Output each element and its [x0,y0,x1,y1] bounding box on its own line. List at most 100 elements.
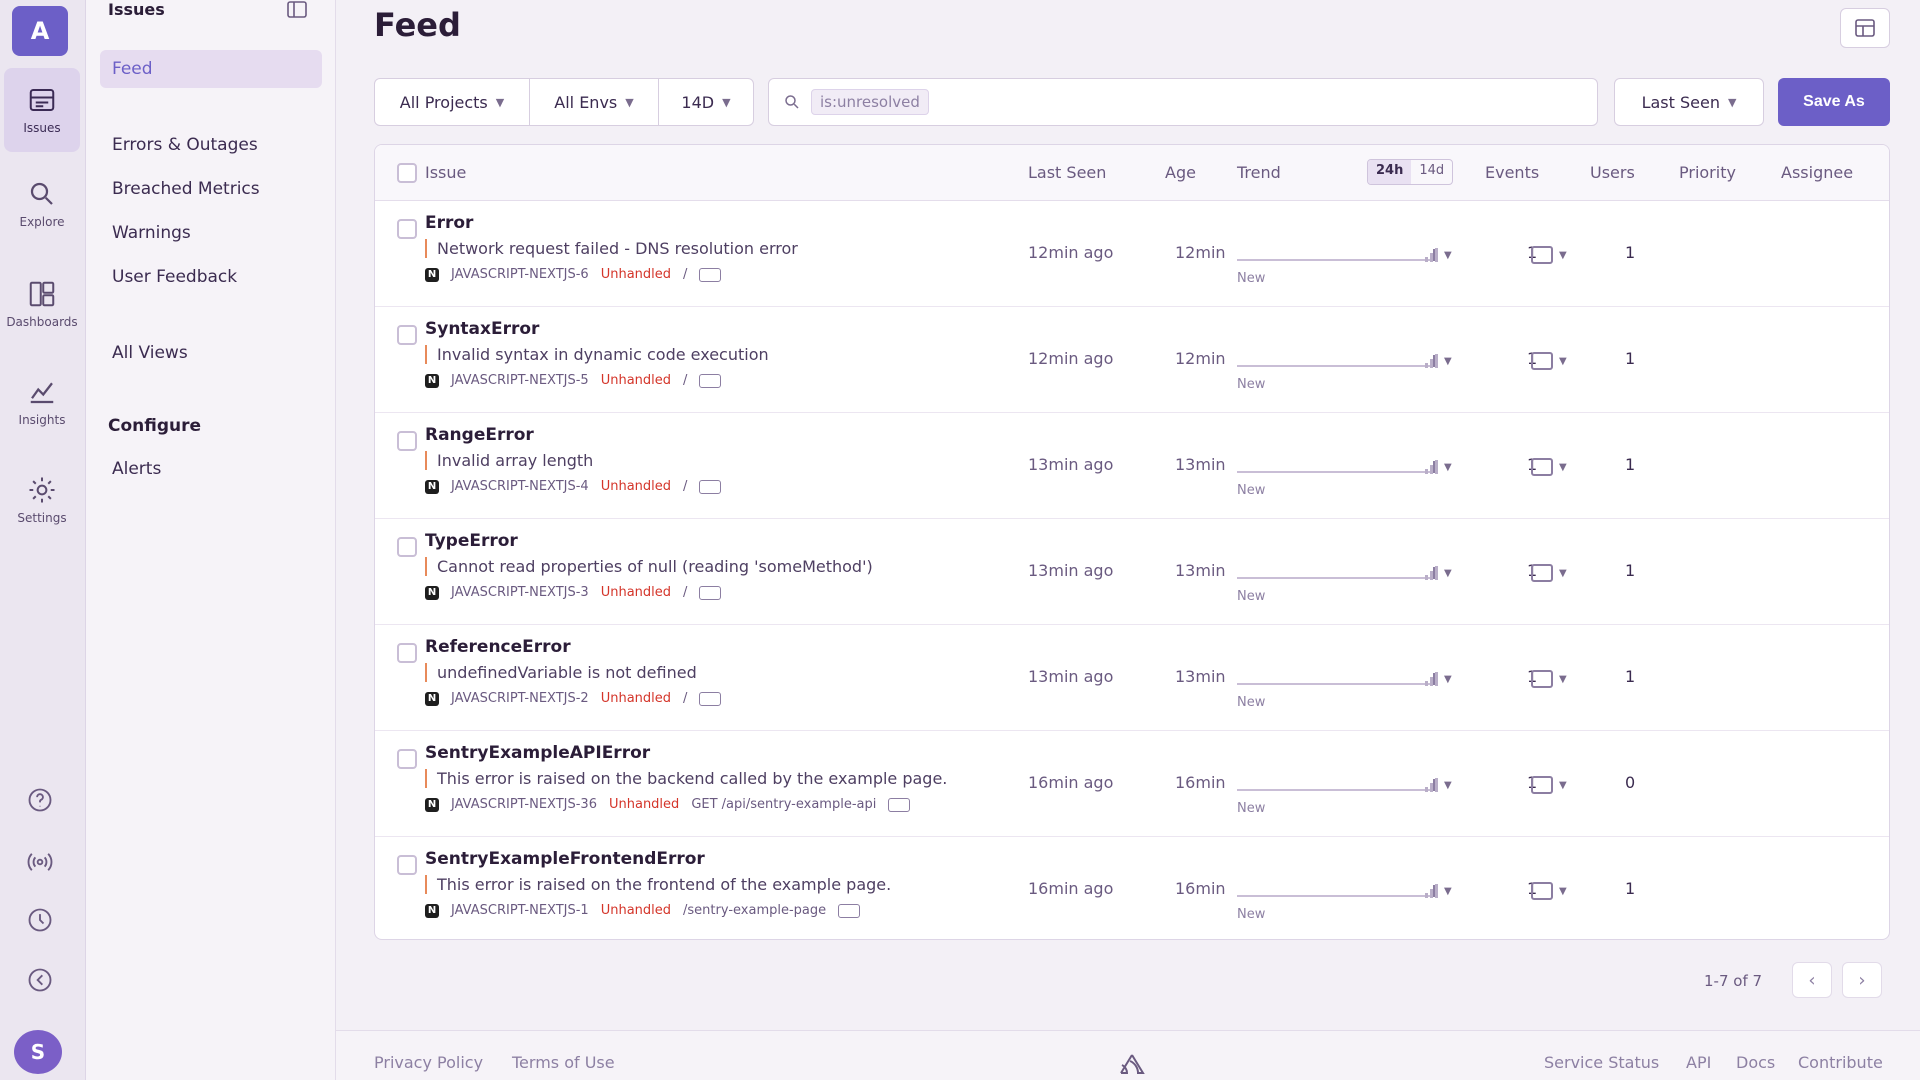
column-last-seen[interactable]: Last Seen [1028,163,1107,182]
table-row[interactable]: SyntaxError Invalid syntax in dynamic co… [375,307,1889,413]
priority-selector[interactable]: ▼ [1425,241,1475,269]
issue-short-id[interactable]: JAVASCRIPT-NEXTJS-36 [451,797,597,812]
nav-item-user-feedback[interactable]: User Feedback [112,267,238,287]
comment-icon[interactable] [699,267,722,282]
nav-item-all-views[interactable]: All Views [112,343,188,363]
search-input[interactable] [938,92,1499,112]
age-cell: 16min [1175,773,1226,792]
service-status-link[interactable]: Service Status [1544,1053,1660,1072]
priority-selector[interactable]: ▼ [1425,347,1475,375]
docs-link[interactable]: Docs [1736,1053,1776,1072]
row-checkbox[interactable] [397,431,417,451]
rail-item-settings[interactable]: Settings [4,458,80,542]
issue-short-id[interactable]: JAVASCRIPT-NEXTJS-5 [451,373,589,388]
rail-service-status-button[interactable] [14,896,66,944]
nav-item-warnings[interactable]: Warnings [112,223,191,243]
rail-collapse-button[interactable] [14,956,66,1004]
environment-selector[interactable]: All Envs ▼ [529,78,659,126]
table-row[interactable]: Error Network request failed - DNS resol… [375,201,1889,307]
issue-short-id[interactable]: JAVASCRIPT-NEXTJS-6 [451,267,589,282]
priority-selector[interactable]: ▼ [1425,771,1475,799]
table-row[interactable]: RangeError Invalid array length N JAVASC… [375,413,1889,519]
nav-item-alerts[interactable]: Alerts [112,459,162,479]
table-row[interactable]: TypeError Cannot read properties of null… [375,519,1889,625]
table-row[interactable]: SentryExampleFrontendError This error is… [375,837,1889,939]
contribute-link[interactable]: Contribute [1798,1053,1883,1072]
column-age[interactable]: Age [1165,163,1196,182]
assignee-selector[interactable]: ▼ [1531,665,1575,693]
rail-help-button[interactable] [14,776,66,824]
comment-icon[interactable] [699,373,722,388]
column-users[interactable]: Users [1590,163,1635,182]
rail-item-explore[interactable]: Explore [4,162,80,246]
issue-culprit: / [683,691,688,706]
trend-sparkline: New [1237,857,1459,922]
issue-title[interactable]: Error [425,213,474,233]
api-link[interactable]: API [1686,1053,1712,1072]
comment-icon[interactable] [699,479,722,494]
assignee-selector[interactable]: ▼ [1531,559,1575,587]
issue-title[interactable]: TypeError [425,531,518,551]
priority-selector[interactable]: ▼ [1425,559,1475,587]
period-14d-option[interactable]: 14d [1419,163,1445,178]
period-24h-option[interactable]: 24h [1368,160,1412,184]
rail-item-dashboards[interactable]: Dashboards [4,262,80,346]
issue-title[interactable]: ReferenceError [425,637,571,657]
unhandled-badge: Unhandled [608,797,680,812]
table-header: Issue Last Seen Age Trend 24h 14d Events… [375,145,1889,201]
column-trend[interactable]: Trend [1237,163,1281,182]
project-selector[interactable]: All Projects ▼ [374,78,530,126]
privacy-policy-link[interactable]: Privacy Policy [374,1053,484,1072]
comment-icon[interactable] [888,797,911,812]
date-range-selector[interactable]: 14D ▼ [658,78,754,126]
comment-icon[interactable] [699,691,722,706]
row-checkbox[interactable] [397,749,417,769]
column-events[interactable]: Events [1485,163,1540,182]
issue-short-id[interactable]: JAVASCRIPT-NEXTJS-2 [451,691,589,706]
rail-item-issues[interactable]: Issues [4,68,80,152]
row-checkbox[interactable] [397,325,417,345]
nav-item-breached-metrics[interactable]: Breached Metrics [112,179,260,199]
nav-item-feed[interactable]: Feed [100,50,322,88]
table-row[interactable]: ReferenceError undefinedVariable is not … [375,625,1889,731]
assignee-selector[interactable]: ▼ [1531,347,1575,375]
row-checkbox[interactable] [397,855,417,875]
assignee-selector[interactable]: ▼ [1531,771,1575,799]
issue-title[interactable]: RangeError [425,425,534,445]
assignee-selector[interactable]: ▼ [1531,241,1575,269]
select-all-checkbox[interactable] [397,163,417,183]
issue-title[interactable]: SentryExampleAPIError [425,743,651,763]
issue-short-id[interactable]: JAVASCRIPT-NEXTJS-3 [451,585,589,600]
row-checkbox[interactable] [397,219,417,239]
org-avatar[interactable]: A [12,6,68,56]
search-filter-token[interactable]: is:unresolved [811,89,929,115]
assignee-selector[interactable]: ▼ [1531,877,1575,905]
terms-of-use-link[interactable]: Terms of Use [512,1053,615,1072]
priority-selector[interactable]: ▼ [1425,665,1475,693]
rail-whats-new-button[interactable] [14,838,66,886]
issue-short-id[interactable]: JAVASCRIPT-NEXTJS-4 [451,479,589,494]
issue-short-id[interactable]: JAVASCRIPT-NEXTJS-1 [451,903,589,918]
column-priority[interactable]: Priority [1679,163,1736,182]
comment-icon[interactable] [838,903,861,918]
issue-title[interactable]: SyntaxError [425,319,540,339]
issue-search-bar[interactable]: is:unresolved [768,78,1598,126]
subnav-collapse-button[interactable] [286,0,308,20]
row-checkbox[interactable] [397,537,417,557]
nav-item-errors-outages[interactable]: Errors & Outages [112,135,258,155]
row-checkbox[interactable] [397,643,417,663]
sort-selector[interactable]: Last Seen ▼ [1614,78,1764,126]
user-avatar[interactable]: S [14,1030,62,1074]
issue-title[interactable]: SentryExampleFrontendError [425,849,705,869]
table-row[interactable]: SentryExampleAPIError This error is rais… [375,731,1889,837]
priority-selector[interactable]: ▼ [1425,453,1475,481]
assignee-selector[interactable]: ▼ [1531,453,1575,481]
previous-page-button[interactable]: ‹ [1792,962,1832,998]
rail-item-insights[interactable]: Insights [4,360,80,444]
priority-selector[interactable]: ▼ [1425,877,1475,905]
save-as-button[interactable]: Save As [1778,78,1890,126]
next-page-button[interactable]: › [1842,962,1882,998]
chevron-down-icon: ▼ [1444,673,1452,685]
page-options-button[interactable] [1840,8,1890,48]
comment-icon[interactable] [699,585,722,600]
